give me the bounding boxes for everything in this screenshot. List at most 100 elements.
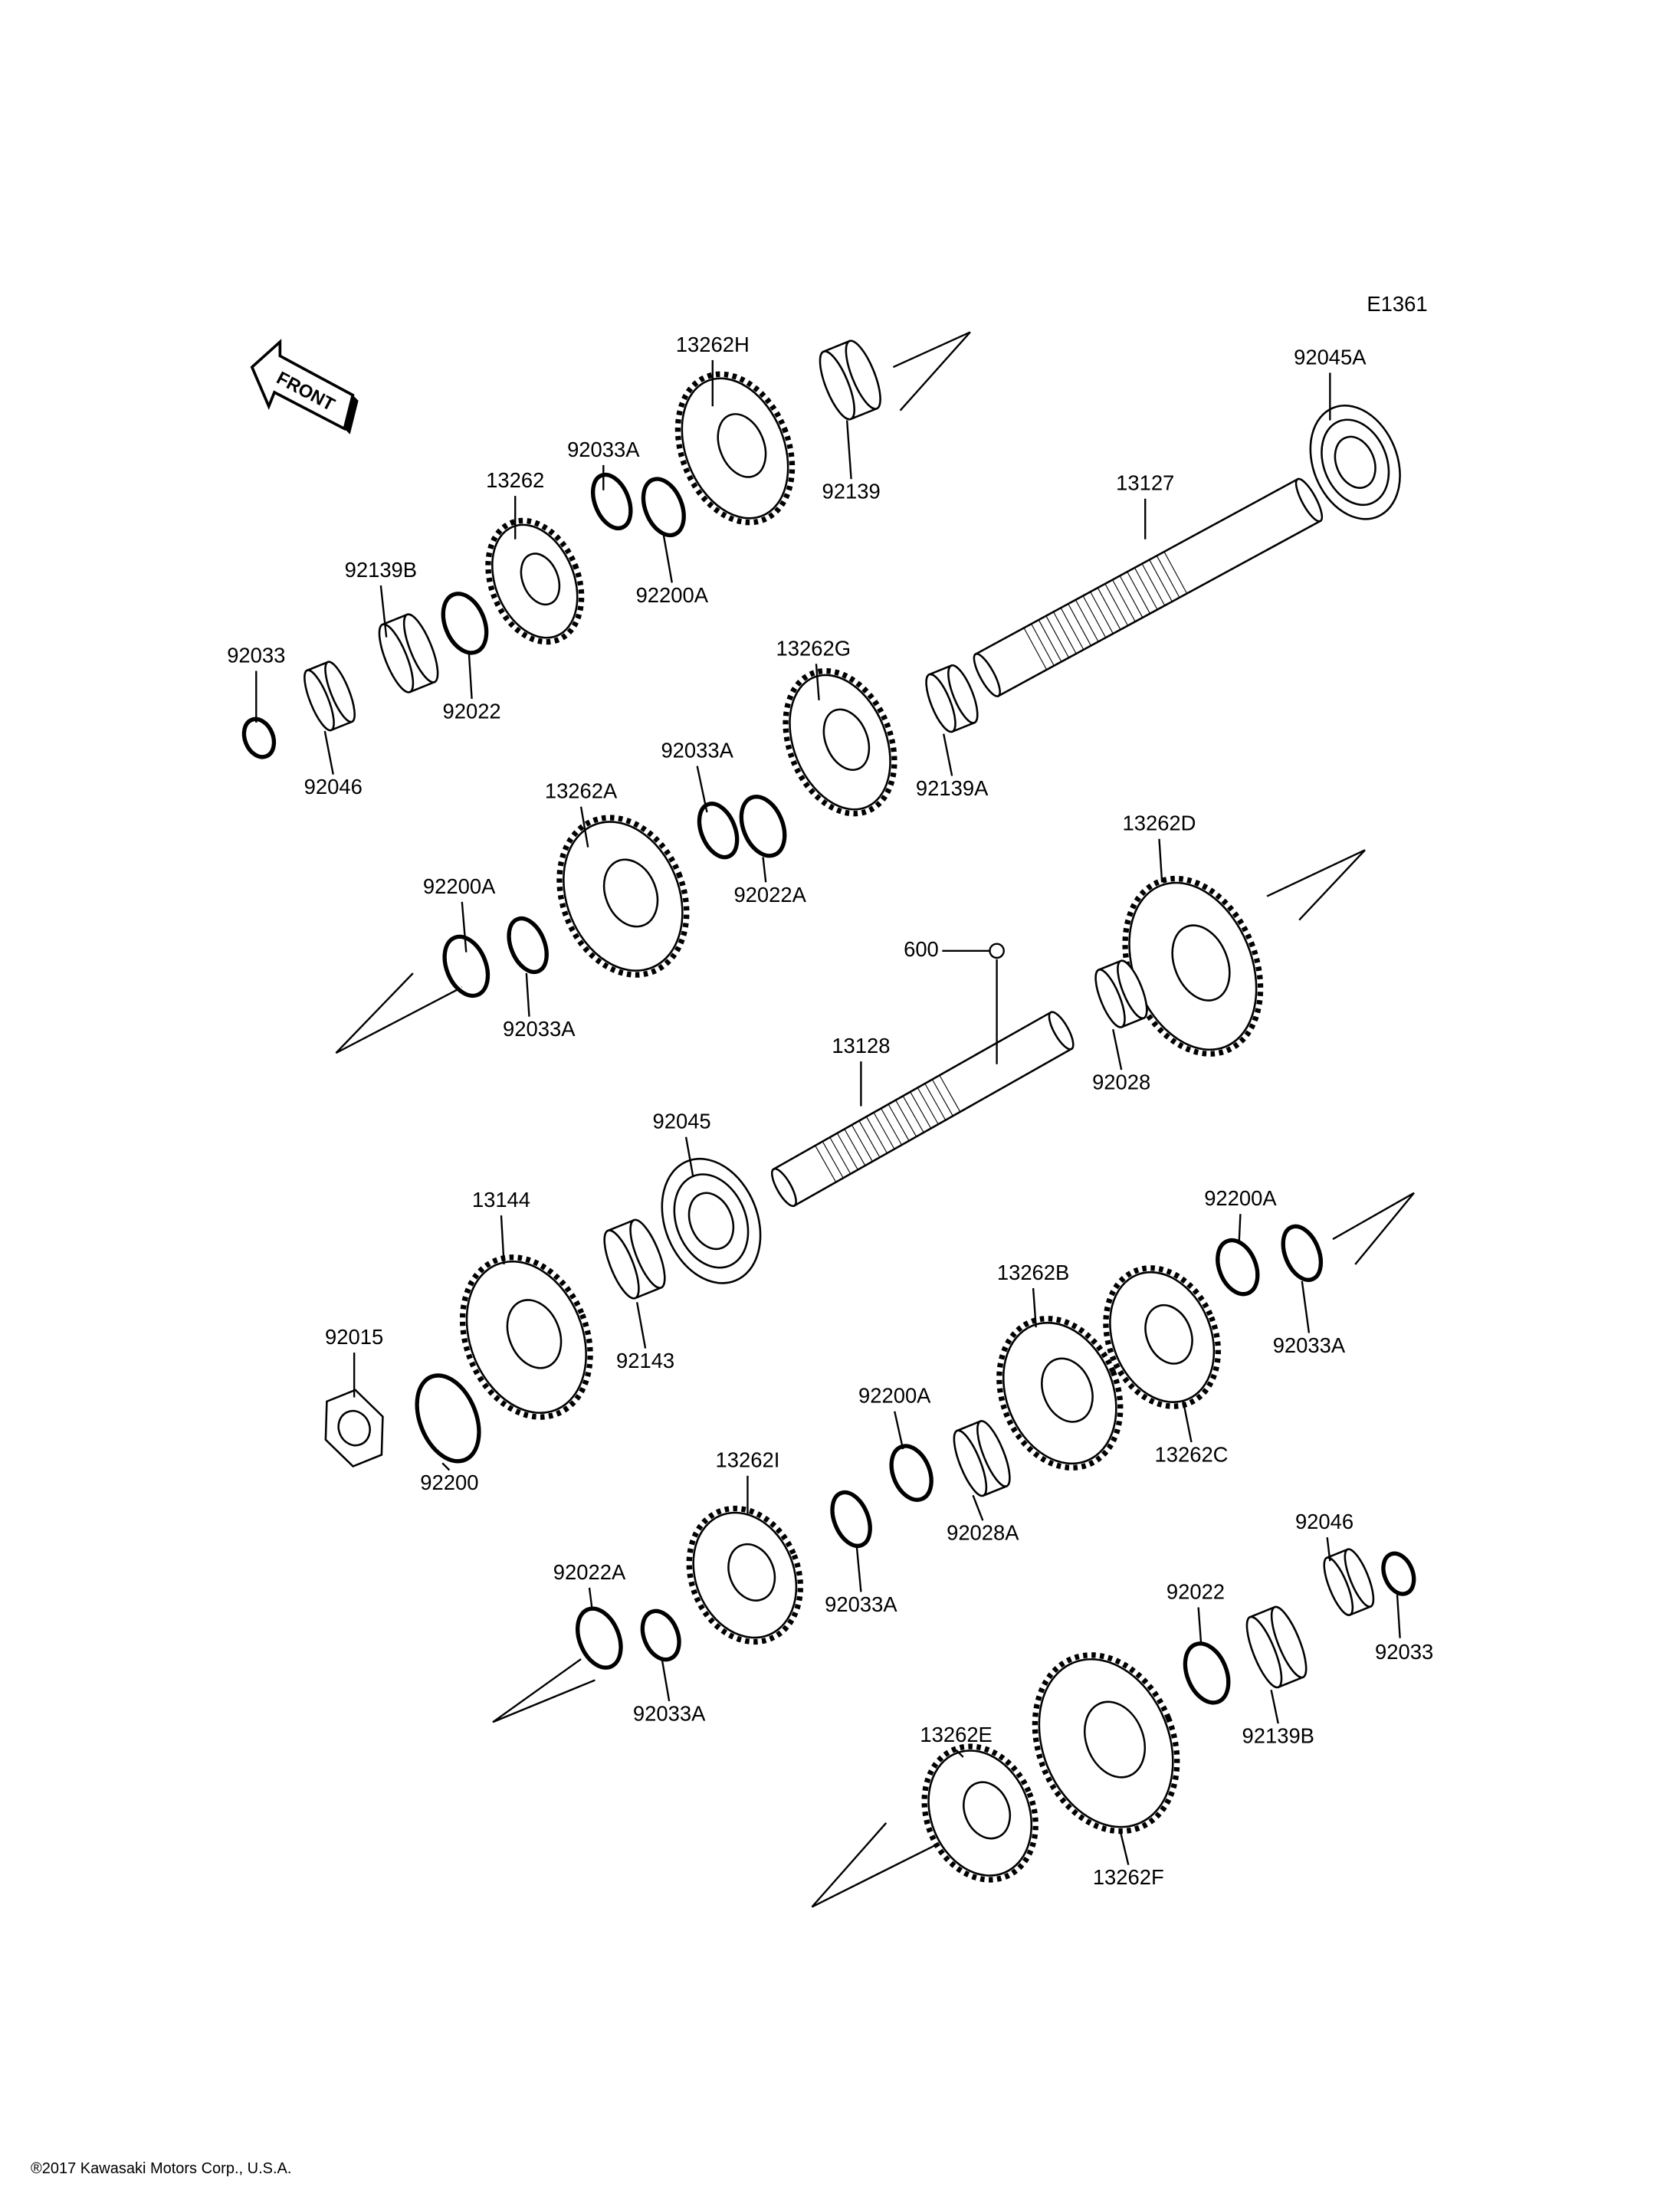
leader-line	[1197, 1607, 1203, 1645]
part-number-label[interactable]: 13262A	[545, 779, 618, 803]
part-number-label[interactable]: 92046	[1295, 1510, 1354, 1533]
ring-part	[1381, 1551, 1416, 1596]
needle-part	[953, 1420, 1011, 1497]
leader-line	[943, 733, 953, 776]
leader-line	[855, 1546, 862, 1592]
leader-line	[1182, 1399, 1193, 1443]
ring-part	[1281, 1224, 1324, 1282]
part-number-label[interactable]: 13144	[472, 1188, 530, 1212]
part-number-label[interactable]: 92200A	[636, 583, 709, 607]
leader-line	[323, 730, 334, 775]
bearing-part	[661, 1157, 762, 1284]
part-number-label[interactable]: 13127	[1116, 471, 1174, 495]
part-number-label[interactable]: 92033A	[825, 1592, 897, 1616]
leader-line	[972, 1494, 984, 1521]
part-number-label[interactable]: 92200A	[423, 874, 496, 898]
ring-part	[507, 916, 549, 975]
leader-line	[588, 1587, 593, 1611]
diagram-code: E1361	[1367, 292, 1427, 316]
part-number-label[interactable]: 92022	[443, 699, 501, 723]
part-number-label[interactable]: 13262B	[997, 1261, 1069, 1284]
front-arrow: FRONT	[250, 339, 359, 434]
part-number-label[interactable]: 92015	[325, 1325, 383, 1349]
collar-part	[603, 1218, 666, 1300]
copyright: ®2017 Kawasaki Motors Corp., U.S.A.	[31, 2160, 292, 2177]
part-number-label[interactable]: 13262D	[1123, 812, 1196, 835]
part-number-label[interactable]: 13262E	[920, 1723, 992, 1746]
gear-part	[996, 1316, 1124, 1471]
guide-line	[492, 1658, 596, 1723]
leader-line	[662, 535, 673, 583]
leader-line	[579, 806, 589, 848]
part-number-label[interactable]: 13128	[832, 1034, 890, 1058]
guide-line	[811, 1822, 953, 1908]
part-number-label[interactable]: 92139B	[1242, 1724, 1314, 1748]
part-number-label[interactable]: 92033A	[633, 1701, 706, 1725]
part-number-label[interactable]: 92028	[1092, 1071, 1150, 1094]
leader-line	[684, 1136, 694, 1177]
part-number-label[interactable]: 92045A	[1294, 345, 1367, 369]
part-number-label[interactable]: 13262I	[716, 1448, 780, 1472]
part-number-label[interactable]: 92143	[616, 1349, 674, 1372]
leader-line	[1396, 1594, 1401, 1638]
part-number-label[interactable]: 92033	[1375, 1640, 1433, 1664]
callout-600: 600	[904, 937, 1005, 1064]
part-number-label[interactable]: 92139	[822, 480, 881, 503]
shaft-13127	[973, 477, 1324, 697]
parts	[241, 339, 1416, 1883]
part-number-label[interactable]: 92200A	[858, 1384, 931, 1408]
needle-part	[304, 661, 356, 732]
ring-part	[441, 592, 489, 655]
ring-part	[591, 472, 633, 531]
part-number-label[interactable]: 92045	[653, 1110, 711, 1133]
gear-part	[1122, 875, 1264, 1057]
gear-part	[1103, 1265, 1221, 1409]
part-number-label[interactable]: 92022	[1166, 1579, 1225, 1603]
part-number-label[interactable]: 92033A	[661, 739, 733, 762]
ring-part	[889, 1444, 934, 1502]
leader-line	[894, 1411, 904, 1450]
bearing-part	[1309, 404, 1401, 520]
leader-line	[468, 654, 473, 700]
leader-line	[1112, 1028, 1123, 1071]
part-labels: 13262H 92045A 92033A 13262 13127 92139 92139B 9…	[227, 333, 1433, 1889]
part-number-label[interactable]: 92139A	[916, 776, 989, 800]
ring-part	[241, 716, 277, 759]
part-number-label[interactable]: 13262H	[676, 333, 750, 356]
leader-line	[696, 766, 708, 813]
part-number-label[interactable]: 13262F	[1093, 1865, 1164, 1889]
part-number-label[interactable]: 92028A	[947, 1521, 1019, 1545]
part-number-label[interactable]: 92033A	[503, 1017, 576, 1041]
guide-line	[892, 331, 971, 412]
ring-part	[697, 802, 740, 860]
gear-part	[783, 667, 897, 817]
part-number-label[interactable]: 92033A	[567, 438, 640, 461]
part-number-label[interactable]: 13262C	[1155, 1442, 1229, 1466]
part-number-label[interactable]: 92139B	[345, 558, 417, 582]
ring-part	[641, 477, 686, 538]
gear-part	[1032, 1652, 1180, 1835]
needle-part	[819, 339, 881, 421]
guide-line	[335, 972, 463, 1054]
ring-part	[640, 1608, 681, 1662]
part-number-label[interactable]: 92022A	[553, 1560, 626, 1584]
leader-line	[955, 1749, 964, 1758]
part-number-label[interactable]: 92033A	[1273, 1333, 1346, 1357]
leader-line	[1119, 1829, 1130, 1865]
leader-line	[762, 857, 767, 883]
leader-line	[1270, 1690, 1279, 1724]
part-number-label[interactable]: 92046	[304, 775, 363, 798]
gear-part	[485, 517, 585, 645]
part-number-label[interactable]: 92033	[227, 643, 285, 667]
part-number-label[interactable]: 92200A	[1204, 1186, 1277, 1210]
leader-line	[1326, 1537, 1331, 1562]
part-number-label[interactable]: 92022A	[733, 883, 806, 907]
leader-line	[379, 585, 388, 638]
part-number-label[interactable]: 13262	[486, 468, 544, 492]
gear-part	[686, 1505, 804, 1645]
leader-line	[461, 901, 468, 953]
nut-part	[324, 1389, 384, 1468]
part-number-label[interactable]: 13262G	[776, 636, 851, 660]
part-number-label[interactable]: 92200	[420, 1471, 478, 1494]
